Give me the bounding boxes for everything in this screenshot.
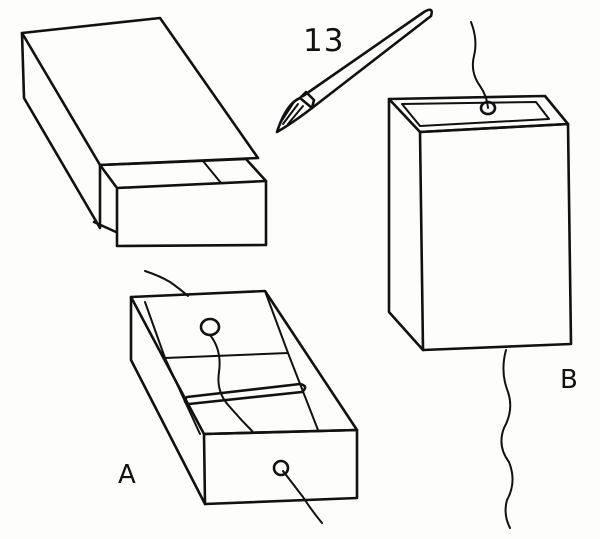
tray-front-face [202, 428, 359, 506]
closed-matchbox-drawer-top [115, 179, 268, 190]
closed-matchbox-top-face [20, 16, 260, 167]
open-matchbox-tray-icon [129, 289, 359, 506]
tray-string-inside [209, 334, 255, 434]
box-hole [479, 100, 497, 116]
closed-matchbox-sleeve-edge [92, 220, 118, 234]
paintbrush-handle [301, 8, 433, 110]
box-string-bottom [500, 349, 514, 529]
paintbrush-icon [275, 8, 433, 134]
tray-string-bottom [282, 470, 323, 524]
upright-box-icon [387, 94, 573, 352]
closed-matchbox-drawer-front [98, 157, 268, 248]
tray-left-face [129, 295, 207, 506]
label-a: A [118, 460, 136, 490]
tray-front-hole [272, 459, 290, 477]
closed-matchbox-drawer-inner [202, 160, 222, 184]
tray-string-top [144, 270, 189, 297]
closed-matchbox-icon [20, 16, 268, 248]
tray-inner-back-wall [144, 290, 289, 359]
closed-matchbox-side-face [20, 31, 102, 230]
box-top-inner [401, 101, 550, 127]
tray-crossbar [183, 382, 307, 406]
paintbrush-bristle-strokes [280, 101, 304, 125]
label-b: B [560, 365, 578, 395]
figure-number: 13 [303, 23, 345, 59]
box-front-face [418, 122, 573, 352]
tray-rim [129, 289, 359, 436]
box-string-top [470, 21, 489, 109]
tray-back-hole [199, 317, 221, 337]
paintbrush-ferrule [298, 90, 316, 110]
box-side-face [387, 97, 425, 352]
